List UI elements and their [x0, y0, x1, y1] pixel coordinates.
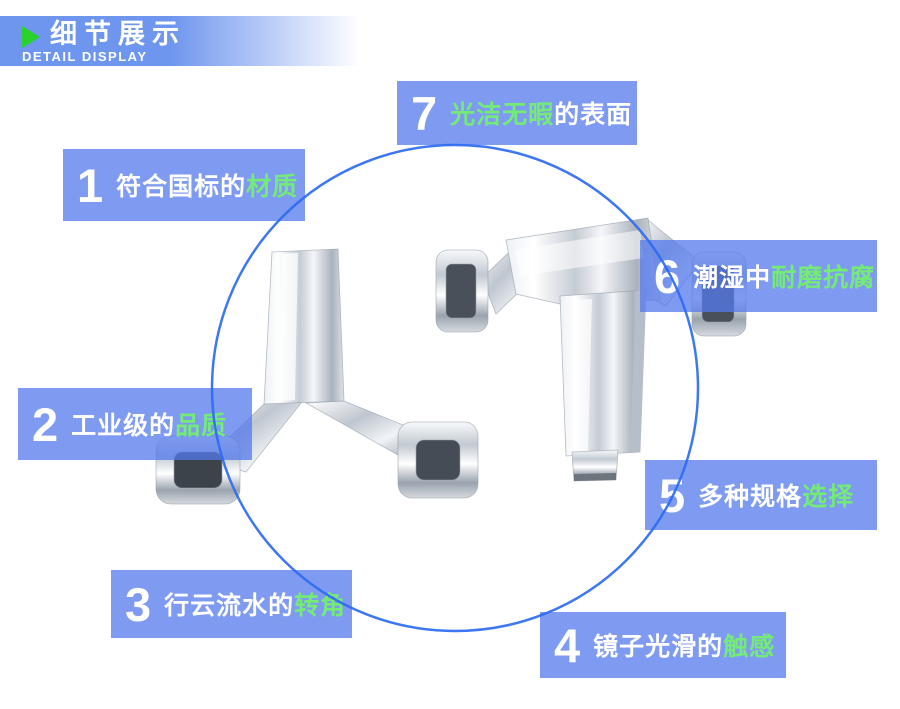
metal-clip-left: [155, 248, 479, 505]
callout-4: 4 镜子光滑的触感: [540, 612, 786, 678]
section-subtitle: DETAIL DISPLAY: [22, 49, 148, 64]
callout-3-number: 3: [125, 577, 152, 631]
callout-2: 2 工业级的品质: [18, 388, 252, 460]
callout-4-number: 4: [554, 618, 581, 672]
callout-1-label: 符合国标的材质: [116, 173, 299, 201]
section-title: 细节展示: [50, 19, 186, 49]
callout-7-number: 7: [411, 86, 438, 140]
section-header-bar: 细节展示 DETAIL DISPLAY: [0, 16, 900, 66]
callout-3: 3 行云流水的转角: [111, 570, 352, 638]
callout-5-label: 多种规格选择: [698, 483, 855, 511]
callout-6-number: 6: [654, 249, 681, 303]
callout-7-label: 光洁无暇的表面: [450, 101, 633, 129]
callout-4-label: 镜子光滑的触感: [593, 633, 776, 661]
callout-5: 5 多种规格选择: [645, 460, 877, 530]
callout-3-label: 行云流水的转角: [164, 592, 347, 620]
play-triangle-icon: [22, 26, 40, 48]
callout-1: 1 符合国标的材质: [63, 149, 305, 221]
callout-6: 6 潮湿中耐磨抗腐: [640, 240, 877, 312]
section-header: 细节展示 DETAIL DISPLAY: [22, 19, 186, 65]
callout-1-number: 1: [77, 158, 104, 212]
callout-2-number: 2: [32, 397, 59, 451]
callout-6-label: 潮湿中耐磨抗腐: [693, 264, 876, 292]
callout-7: 7 光洁无暇的表面: [397, 81, 637, 145]
callout-5-number: 5: [659, 468, 686, 522]
callout-2-label: 工业级的品质: [71, 412, 228, 440]
